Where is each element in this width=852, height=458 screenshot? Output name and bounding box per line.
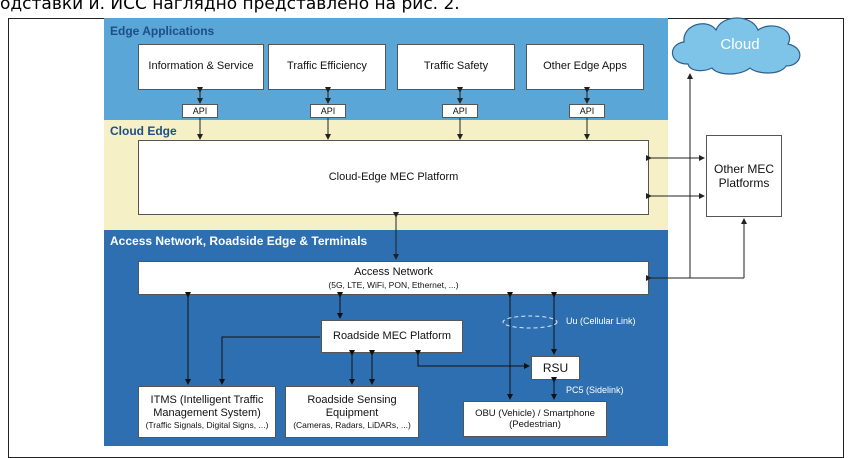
api-box: API bbox=[569, 104, 605, 118]
obu-box: OBU (Vehicle) / Smartphone (Pedestrian) bbox=[463, 401, 607, 437]
access-network-title: Access Network bbox=[354, 266, 433, 279]
page-caption: одставки и. ИСС наглядно представлено на… bbox=[0, 0, 460, 14]
other-mec-label: Other MEC Platforms bbox=[713, 161, 774, 190]
obu-title: OBU (Vehicle) / Smartphone bbox=[475, 407, 595, 419]
other-mec-platforms: Other MEC Platforms bbox=[706, 135, 782, 217]
api-box: API bbox=[310, 104, 346, 118]
sensing-subtitle: (Cameras, Radars, LiDARs, ...) bbox=[293, 420, 411, 431]
itms-title: ITMS (Intelligent Traffic Management Sys… bbox=[150, 393, 264, 419]
roadside-sensing-box: Roadside Sensing Equipment (Cameras, Rad… bbox=[285, 386, 419, 438]
app-label: Traffic Efficiency bbox=[287, 60, 367, 73]
rsu-label: RSU bbox=[542, 360, 569, 375]
access-band-title: Access Network, Roadside Edge & Terminal… bbox=[110, 234, 368, 248]
cloud-edge-mec-platform: Cloud-Edge MEC Platform bbox=[138, 140, 649, 215]
api-box: API bbox=[442, 104, 478, 118]
sensing-title: Roadside Sensing Equipment bbox=[307, 393, 397, 419]
cloud-shape bbox=[671, 17, 801, 75]
pc5-label: PC5 (Sidelink) bbox=[566, 385, 624, 395]
app-traffic-safety: Traffic Safety bbox=[397, 44, 515, 90]
itms-box: ITMS (Intelligent Traffic Management Sys… bbox=[138, 386, 276, 438]
cloud-edge-title: Cloud Edge bbox=[110, 124, 177, 138]
roadside-mec-label: Roadside MEC Platform bbox=[333, 329, 451, 342]
app-label: Traffic Safety bbox=[423, 60, 489, 73]
obu-subtitle: (Pedestrian) bbox=[509, 419, 561, 430]
app-traffic-efficiency: Traffic Efficiency bbox=[268, 44, 386, 90]
itms-subtitle: (Traffic Signals, Digital Signs, ...) bbox=[145, 420, 269, 431]
app-information-service: Information & Service bbox=[138, 44, 264, 90]
cloud-edge-platform-label: Cloud-Edge MEC Platform bbox=[328, 170, 459, 183]
uu-label: Uu (Cellular Link) bbox=[566, 316, 636, 326]
edge-applications-title: Edge Applications bbox=[110, 24, 215, 38]
access-network-subtitle: (5G, LTE, WiFi, PON, Ethernet, ...) bbox=[328, 279, 459, 290]
roadside-mec-platform: Roadside MEC Platform bbox=[321, 320, 463, 353]
uu-ellipse bbox=[502, 315, 558, 329]
app-label: Information & Service bbox=[148, 60, 254, 73]
rsu-box: RSU bbox=[531, 356, 580, 380]
access-network-box: Access Network (5G, LTE, WiFi, PON, Ethe… bbox=[138, 261, 649, 295]
app-label: Other Edge Apps bbox=[543, 60, 627, 73]
api-box: API bbox=[182, 104, 218, 118]
cloud-label: Cloud bbox=[720, 36, 760, 53]
